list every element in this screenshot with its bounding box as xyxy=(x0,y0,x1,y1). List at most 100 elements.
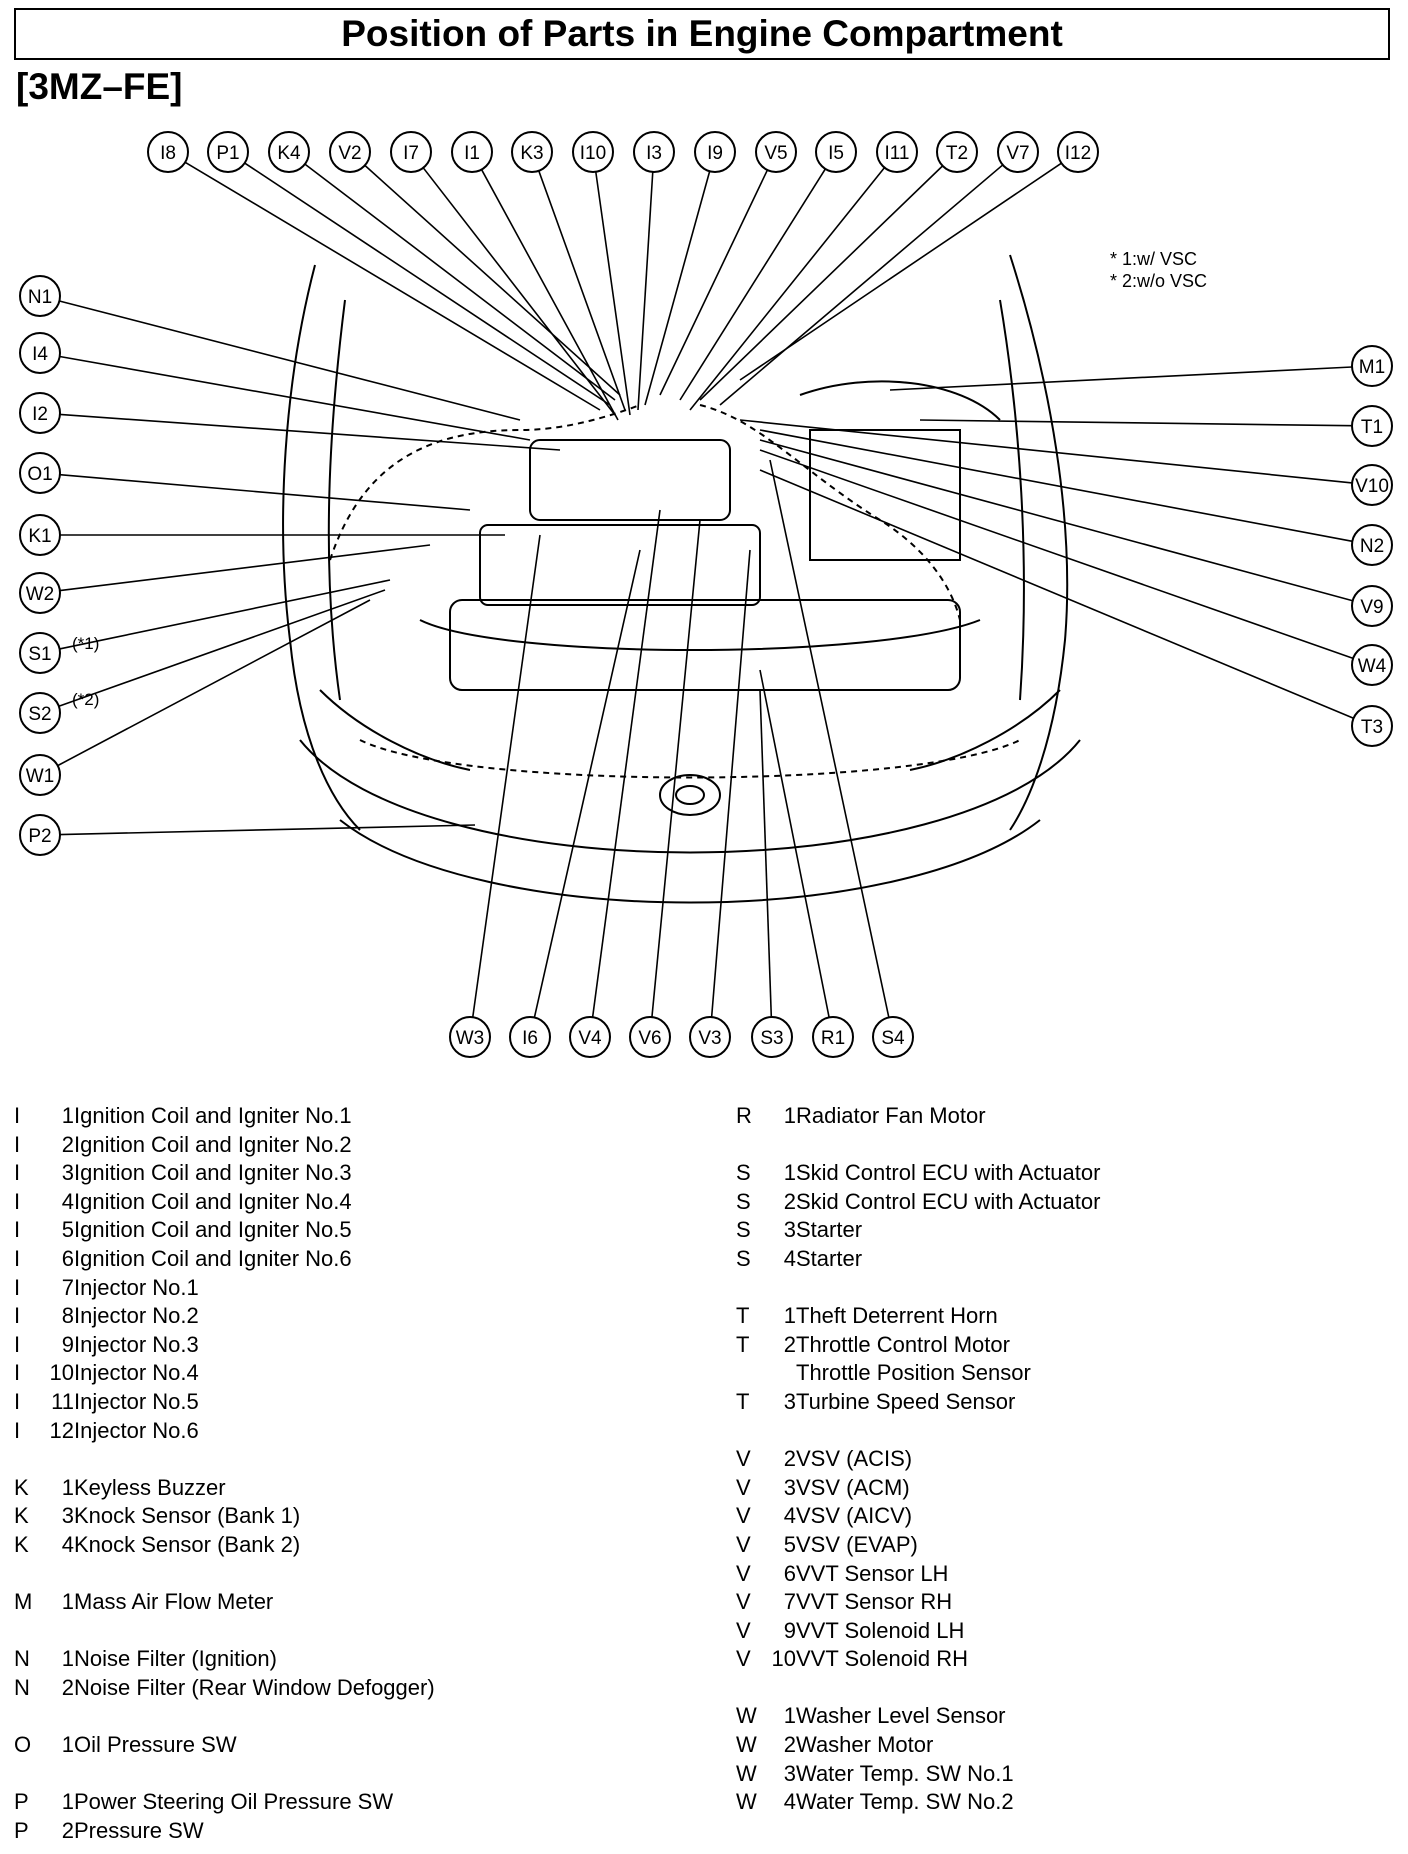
callout-label-i4: I4 xyxy=(32,344,48,365)
leader-line-p2 xyxy=(59,824,476,836)
callout-label-s4: S4 xyxy=(881,1028,905,1049)
air-intake-duct xyxy=(799,380,1001,421)
legend-part-number: 3 xyxy=(783,1474,796,1500)
callout-label-o1: O1 xyxy=(27,464,52,485)
callout-circle-v4 xyxy=(569,1016,611,1058)
legend-part-name: Injector No.6 xyxy=(74,1417,199,1443)
leader-line-i1 xyxy=(480,169,619,421)
legend-part-letter: I xyxy=(14,1331,21,1357)
callout-circle-i5 xyxy=(815,131,857,173)
leader-line-w2 xyxy=(59,544,431,592)
leader-line-i4 xyxy=(59,355,531,441)
leader-line-w3 xyxy=(471,534,541,1018)
legend-part-name: Skid Control ECU with Actuator xyxy=(796,1160,1101,1186)
leader-line-i8 xyxy=(184,161,601,411)
legend-part-letter: I xyxy=(14,1303,21,1329)
note-vsc: * 1:w/ VSC xyxy=(1110,249,1197,269)
wiring-harness-front xyxy=(359,739,1021,779)
legend-part-letter: S xyxy=(736,1188,751,1214)
callout-circle-w3 xyxy=(449,1016,491,1058)
leader-line-i12 xyxy=(739,162,1062,381)
legend-part-name: Keyless Buzzer xyxy=(74,1474,226,1500)
callout-circle-v3 xyxy=(689,1016,731,1058)
legend-part-number: 10 xyxy=(771,1646,796,1672)
callout-label-v2: V2 xyxy=(338,143,361,164)
legend-part-number: 4 xyxy=(783,1789,796,1815)
callout-label-i5: I5 xyxy=(828,143,844,164)
callout-circle-n1 xyxy=(19,275,61,317)
legend-part-letter: V xyxy=(736,1617,751,1643)
callout-circle-i9 xyxy=(694,131,736,173)
legend-part-number: 4 xyxy=(783,1503,796,1529)
legend-part-name: Pressure SW xyxy=(74,1817,204,1843)
callout-label-i11: I11 xyxy=(884,143,909,164)
legend-part-name: VVT Solenoid RH xyxy=(796,1646,969,1672)
leader-line-v5 xyxy=(659,169,769,396)
legend-part-letter: S xyxy=(736,1245,751,1271)
callout-circle-w2 xyxy=(19,572,61,614)
legend-part-letter: V xyxy=(736,1589,751,1615)
legend-part-name: Water Temp. SW No.1 xyxy=(796,1760,1014,1786)
legend-part-number: 3 xyxy=(783,1388,796,1414)
legend-part-number: 1 xyxy=(783,1703,796,1729)
callout-circle-t1 xyxy=(1351,405,1393,447)
page-title-box: Position of Parts in Engine Compartment xyxy=(14,8,1390,60)
legend-part-number: 3 xyxy=(61,1160,74,1186)
leader-line-t3 xyxy=(759,469,1354,720)
legend-part-name: Turbine Speed Sensor xyxy=(796,1388,1016,1414)
leader-line-w1 xyxy=(57,599,371,767)
leader-line-v4 xyxy=(591,509,661,1018)
callout-label-s2: S2 xyxy=(28,704,51,725)
legend-part-number: 2 xyxy=(783,1732,796,1758)
leader-line-n2 xyxy=(759,429,1353,543)
legend-part-name: VSV (EVAP) xyxy=(796,1531,918,1557)
leader-line-s4 xyxy=(769,459,890,1018)
callout-circle-i3 xyxy=(633,131,675,173)
legend-part-name: Ignition Coil and Igniter No.2 xyxy=(74,1131,352,1157)
leader-line-v9 xyxy=(759,439,1353,602)
legend-part-name: Noise Filter (Ignition) xyxy=(74,1646,277,1672)
s2-option-mark: (*2) xyxy=(72,690,99,709)
legend-part-letter: V xyxy=(736,1446,751,1472)
wiring-harness-right xyxy=(699,404,961,621)
legend-part-name: VVT Sensor LH xyxy=(796,1560,949,1586)
leader-line-v6 xyxy=(651,519,701,1018)
legend-part-letter: I xyxy=(14,1103,21,1128)
legend-part-name: Ignition Coil and Igniter No.6 xyxy=(74,1245,352,1271)
legend-part-name: Washer Level Sensor xyxy=(796,1703,1006,1729)
callout-circle-v9 xyxy=(1351,585,1393,627)
callout-label-m1: M1 xyxy=(1359,357,1385,378)
legend-part-letter: T xyxy=(736,1331,750,1357)
callout-label-i6: I6 xyxy=(522,1028,538,1049)
leader-line-m1 xyxy=(889,366,1353,391)
legend-part-number: 1 xyxy=(61,1646,74,1672)
legend-part-letter: P xyxy=(14,1789,29,1815)
leader-line-i6 xyxy=(533,549,641,1018)
wiring-harness-left xyxy=(329,404,641,561)
legend-part-letter: K xyxy=(14,1503,29,1529)
legend-part-letter: O xyxy=(14,1732,32,1758)
legend-part-number: 1 xyxy=(783,1160,796,1186)
legend-part-number: 1 xyxy=(61,1103,74,1128)
legend-part-letter: I xyxy=(14,1417,21,1443)
leader-line-r1 xyxy=(759,669,830,1018)
callout-circle-s3 xyxy=(751,1016,793,1058)
leader-line-i10 xyxy=(594,171,631,416)
leader-line-t1 xyxy=(919,419,1353,427)
engine-code-heading: [3MZ–FE] xyxy=(16,66,183,107)
legend-part-number: 2 xyxy=(783,1188,796,1214)
legend-part-name: VVT Solenoid LH xyxy=(796,1617,965,1643)
legend-part-number: 1 xyxy=(783,1303,796,1329)
callout-circle-t3 xyxy=(1351,705,1393,747)
fender-right xyxy=(999,299,1025,701)
legend-part-letter: K xyxy=(14,1474,29,1500)
callout-circle-v6 xyxy=(629,1016,671,1058)
callout-label-t1: T1 xyxy=(1361,417,1383,438)
callout-label-w4: W4 xyxy=(1358,656,1387,677)
callout-circle-i1 xyxy=(451,131,493,173)
legend-part-number: 1 xyxy=(61,1789,74,1815)
legend-part-letter: T xyxy=(736,1303,750,1329)
leader-line-n1 xyxy=(59,300,521,421)
leader-lines xyxy=(57,161,1354,1018)
